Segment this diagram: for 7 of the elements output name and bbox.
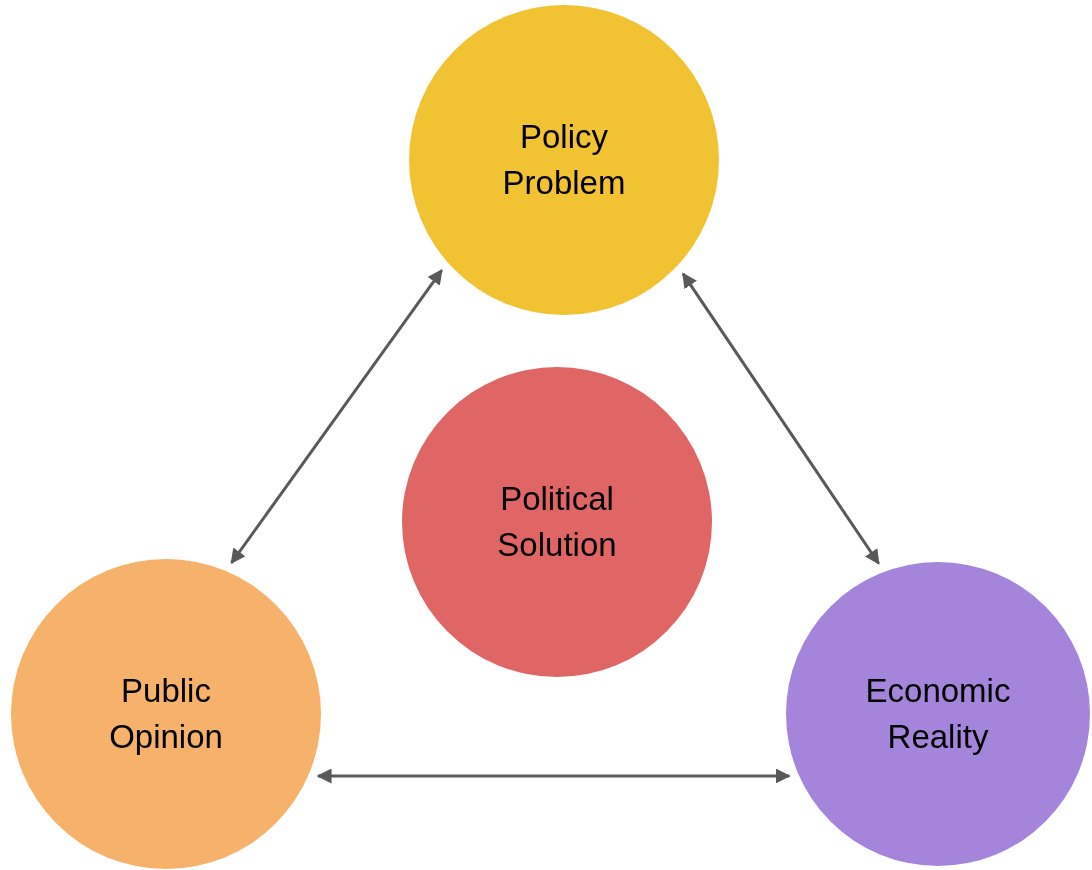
- node-label: Public Opinion: [108, 671, 224, 757]
- double-arrow: [681, 272, 880, 565]
- node-label: Policy Problem: [501, 117, 627, 203]
- double-arrow: [230, 269, 443, 565]
- node-label: Economic Reality: [864, 671, 1012, 757]
- node-label: Political Solution: [496, 479, 618, 565]
- double-arrow: [316, 768, 791, 784]
